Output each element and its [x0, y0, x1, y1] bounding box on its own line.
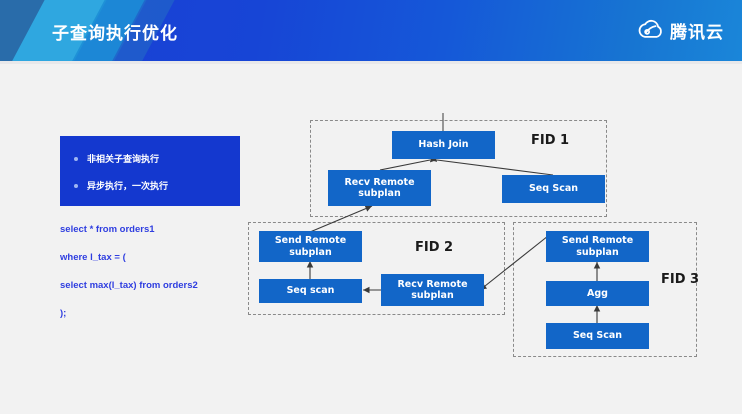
sql-line-2: select max(l_tax) from orders2 [60, 279, 198, 291]
page-title: 子查询执行优化 [52, 24, 178, 44]
header-divider [0, 61, 742, 64]
sql-line-3: ); [60, 307, 67, 319]
page-header: 子查询执行优化 腾讯云 [0, 0, 742, 61]
fid-group-1 [310, 120, 607, 217]
node-send-remote-subplan-fid3[interactable]: Send Remote subplan [546, 231, 649, 262]
fid-group-2-label: FID 2 [415, 240, 454, 255]
node-recv-remote-subplan-fid1[interactable]: Recv Remote subplan [328, 170, 431, 206]
sql-line-0: select * from orders1 [60, 224, 155, 235]
node-send-remote-subplan-fid2[interactable]: Send Remote subplan [259, 231, 362, 262]
node-recv-remote-subplan-fid2[interactable]: Recv Remote subplan [381, 274, 484, 306]
bullet-item-0: 非相关子查询执行 [74, 152, 159, 165]
node-seq-scan-fid1[interactable]: Seq Scan [502, 175, 605, 203]
brand-name: 腾讯云 [670, 23, 724, 43]
node-seq-scan-fid2[interactable]: Seq scan [259, 279, 362, 303]
node-agg-fid3[interactable]: Agg [546, 281, 649, 306]
bullet-dot-icon [74, 156, 78, 161]
bullet-label: 非相关子查询执行 [87, 155, 160, 165]
bullet-card: 非相关子查询执行 异步执行，一次执行 [60, 136, 240, 206]
fid-group-1-label: FID 1 [531, 133, 570, 148]
fid-group-3-label: FID 3 [661, 272, 700, 287]
cloud-logo-icon [638, 19, 662, 38]
bullet-dot-icon [74, 183, 78, 188]
bullet-label: 异步执行，一次执行 [87, 182, 169, 192]
node-seq-scan-fid3[interactable]: Seq Scan [546, 323, 649, 349]
brand-logo-group: 腾讯云 [637, 17, 724, 44]
bullet-item-1: 异步执行，一次执行 [74, 179, 168, 192]
sql-line-1: where l_tax = ( [60, 251, 126, 263]
node-hash-join[interactable]: Hash Join [392, 131, 495, 159]
sql-code-block: select * from orders1 where l_tax = ( se… [60, 224, 250, 336]
